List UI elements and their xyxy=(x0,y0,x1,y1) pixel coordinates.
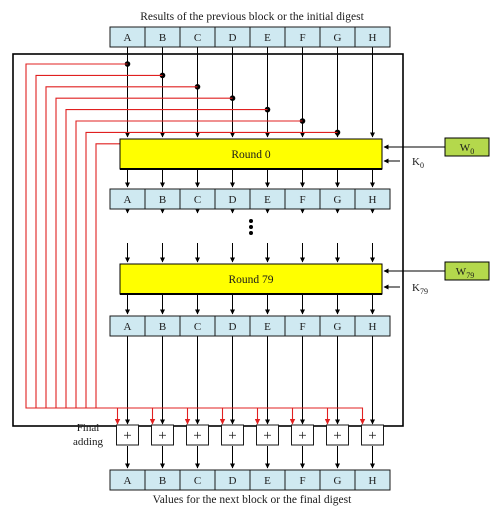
adder-b-symbol: + xyxy=(158,428,166,444)
final-adding-label-line2: adding xyxy=(73,436,103,448)
adder-a-symbol: + xyxy=(123,428,131,444)
connection-lines xyxy=(125,47,375,469)
feedback-line-e xyxy=(65,109,268,425)
feedback-line-g xyxy=(85,131,338,425)
register-g-input-label: G xyxy=(334,32,342,44)
bottom-caption: Values for the next block or the final d… xyxy=(153,494,352,506)
adder-f-symbol: + xyxy=(298,428,306,444)
register-d-round-0-output-label: D xyxy=(229,194,237,206)
feedback-line-f xyxy=(75,120,303,425)
top-caption: Results of the previous block or the ini… xyxy=(140,11,364,23)
register-c-round-0-output-label: C xyxy=(194,194,201,206)
register-row-after-round-79: A B C D E F G H xyxy=(109,315,391,337)
adder-h xyxy=(361,424,384,446)
register-a-input-label: A xyxy=(124,32,132,44)
adder-a xyxy=(116,424,139,446)
adder-e-symbol: + xyxy=(263,428,271,444)
register-b-round-0-output-label: B xyxy=(159,194,166,206)
constant-k79-label: K79 xyxy=(412,282,428,296)
feedback-line-c xyxy=(45,86,198,425)
register-f-round-79-output-label: F xyxy=(299,321,305,333)
ellipsis-dot-1 xyxy=(249,219,253,223)
word-w79-label: W79 xyxy=(456,266,474,280)
register-d-output-label: D xyxy=(229,475,237,487)
register-row-output: A B C D E F G H xyxy=(109,469,391,491)
register-f-round-0-output-label: F xyxy=(299,194,305,206)
adder-d-symbol: + xyxy=(228,428,236,444)
register-c-round-79-output-label: C xyxy=(194,321,201,333)
register-g-output-label: G xyxy=(334,475,342,487)
adder-g xyxy=(326,424,349,446)
round-79-box xyxy=(119,263,383,295)
adder-h-symbol: + xyxy=(368,428,376,444)
register-h-round-0-output-label: H xyxy=(369,194,377,206)
register-h-output xyxy=(354,469,391,491)
round-0-box xyxy=(119,138,383,170)
round-0-label: Round 0 xyxy=(231,149,271,161)
register-f-output-label: F xyxy=(299,475,305,487)
register-d-input-label: D xyxy=(229,32,237,44)
feedback-line-b xyxy=(35,74,163,425)
register-c-output-label: C xyxy=(194,475,201,487)
register-h-input xyxy=(354,26,391,48)
adder-row: + + + + + + + + xyxy=(116,424,384,446)
feedback-lines xyxy=(25,61,376,425)
feedback-line-a xyxy=(25,63,128,425)
register-h-round-79-output xyxy=(354,315,391,337)
word-w0-label: W0 xyxy=(460,142,474,156)
adder-f xyxy=(291,424,314,446)
register-c-input-label: C xyxy=(194,32,201,44)
register-e-round-0-output-label: E xyxy=(264,194,271,206)
register-b-output-label: B xyxy=(159,475,166,487)
ellipsis-dot-3 xyxy=(249,231,253,235)
round-79-label: Round 79 xyxy=(228,274,273,286)
adder-b xyxy=(151,424,174,446)
register-g-round-0-output-label: G xyxy=(334,194,342,206)
register-b-input-label: B xyxy=(159,32,166,44)
final-adding-label-line1: Final xyxy=(77,422,100,434)
register-h-input-label: H xyxy=(369,32,377,44)
register-h-round-79-output-label: H xyxy=(369,321,377,333)
feedback-line-d xyxy=(55,97,233,425)
adder-e xyxy=(256,424,279,446)
register-h-output-label: H xyxy=(369,475,377,487)
register-e-round-79-output-label: E xyxy=(264,321,271,333)
register-d-round-79-output-label: D xyxy=(229,321,237,333)
adder-c-symbol: + xyxy=(193,428,201,444)
register-row-input: A B C D E F G H xyxy=(109,26,391,48)
register-e-output-label: E xyxy=(264,475,271,487)
register-b-round-79-output-label: B xyxy=(159,321,166,333)
adder-d xyxy=(221,424,244,446)
adder-c xyxy=(186,424,209,446)
adder-g-symbol: + xyxy=(333,428,341,444)
register-e-input-label: E xyxy=(264,32,271,44)
register-a-round-79-output-label: A xyxy=(124,321,132,333)
constant-k0-label: K0 xyxy=(412,156,424,170)
register-row-after-round-0: A B C D E F G H xyxy=(109,188,391,210)
register-a-output-label: A xyxy=(124,475,132,487)
register-a-round-0-output-label: A xyxy=(124,194,132,206)
ellipsis-dot-2 xyxy=(249,225,253,229)
register-g-round-79-output-label: G xyxy=(334,321,342,333)
register-f-input-label: F xyxy=(299,32,305,44)
register-h-round-0-output xyxy=(354,188,391,210)
